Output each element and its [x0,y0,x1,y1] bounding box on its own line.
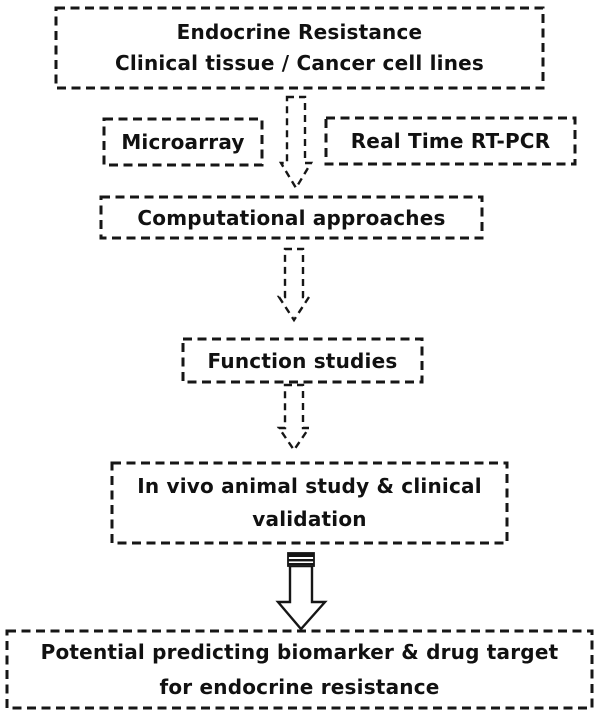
box-computational-label: Computational approaches [137,205,446,230]
box-function-studies: Function studies [183,339,422,382]
arrow-cap-stripe [288,553,314,557]
box-border-microarray [102,117,264,167]
box-in-vivo-line1: In vivo animal study & clinical [137,474,482,498]
box-outcome: Potential predicting biomarker & drug ta… [7,631,592,708]
box-microarray-label: Microarray [121,130,245,154]
box-border-function-studies [181,337,424,384]
box-border-source [54,6,545,90]
box-rt-pcr-label: Real Time RT-PCR [350,129,551,153]
solid-down-arrow-body [275,564,328,631]
box-real-time-rt-pcr: Real Time RT-PCR [326,118,575,164]
box-border-computational [99,195,484,240]
dashed-down-arrow-3 [276,383,312,453]
dashed-down-arrow-1 [278,95,314,191]
box-in-vivo-validation: In vivo animal study & clinical validati… [112,463,507,543]
box-border-outcome [5,629,594,710]
box-outcome-line1: Potential predicting biomarker & drug ta… [40,639,559,664]
dashed-down-arrow-2 [276,247,312,323]
box-in-vivo-line2: validation [252,507,367,531]
box-border-in-vivo [110,461,509,545]
arrow-cap-stripe [288,563,314,566]
box-border-rt-pcr [324,116,577,166]
box-computational-approaches: Computational approaches [101,197,482,238]
box-source-line1: Endocrine Resistance [176,20,423,44]
box-outcome-line2: for endocrine resistance [159,674,440,699]
box-microarray: Microarray [104,119,262,165]
box-source: Endocrine Resistance Clinical tissue / C… [56,8,543,88]
solid-down-arrow [275,552,328,631]
box-source-line2: Clinical tissue / Cancer cell lines [114,51,485,75]
box-function-studies-label: Function studies [207,348,398,373]
arrow-cap-stripe [288,559,314,562]
